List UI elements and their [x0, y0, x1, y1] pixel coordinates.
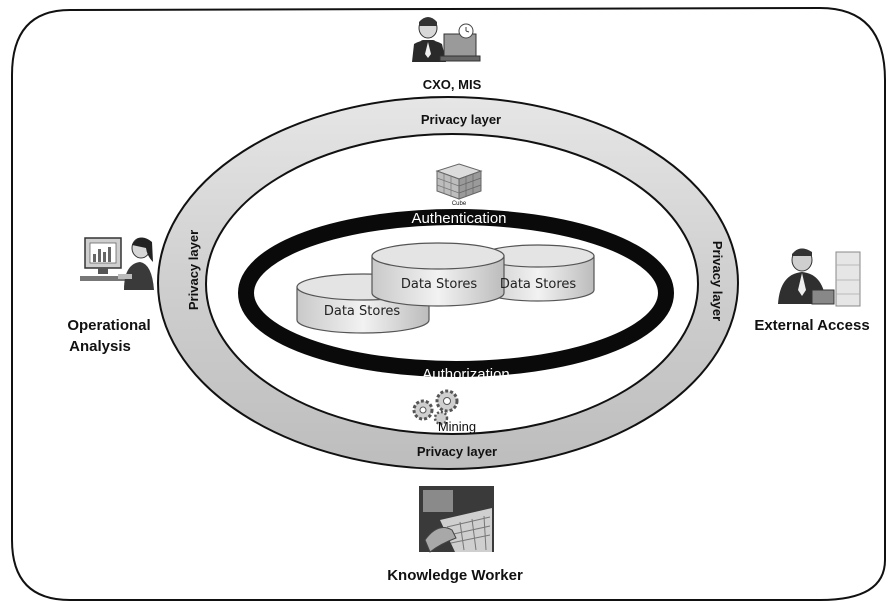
actor-cxo-mis: CXO, MIS	[423, 77, 482, 92]
actor-operational-analysis-line1: Operational	[67, 317, 150, 334]
analyst-computer-icon	[80, 237, 154, 290]
privacy-layer-right: Privacy layer	[710, 241, 725, 321]
gears-icon	[412, 389, 459, 426]
businessman-laptop-icon	[412, 17, 481, 62]
cube-label: Cube	[452, 201, 467, 207]
data-store-label-right: Data Stores	[500, 277, 577, 292]
keyboard-typing-icon	[419, 486, 494, 553]
executive-icon	[778, 248, 861, 307]
privacy-layer-top: Privacy layer	[421, 112, 501, 127]
privacy-layer-bottom: Privacy layer	[417, 444, 497, 459]
actor-operational-analysis-line2: Analysis	[69, 338, 131, 355]
auth-ring	[238, 209, 674, 377]
privacy-layer-left: Privacy layer	[186, 230, 201, 310]
actor-external-access: External Access	[754, 317, 869, 334]
actor-knowledge-worker: Knowledge Worker	[387, 567, 523, 584]
mining-label: Mining	[438, 419, 476, 434]
data-store-label-center: Data Stores	[401, 277, 478, 292]
authentication-label: Authentication	[411, 210, 506, 227]
database-cylinder-icon	[296, 242, 595, 334]
data-store-label-left: Data Stores	[324, 304, 401, 319]
cube-icon	[435, 163, 483, 200]
authorization-label: Authorization	[422, 366, 510, 383]
